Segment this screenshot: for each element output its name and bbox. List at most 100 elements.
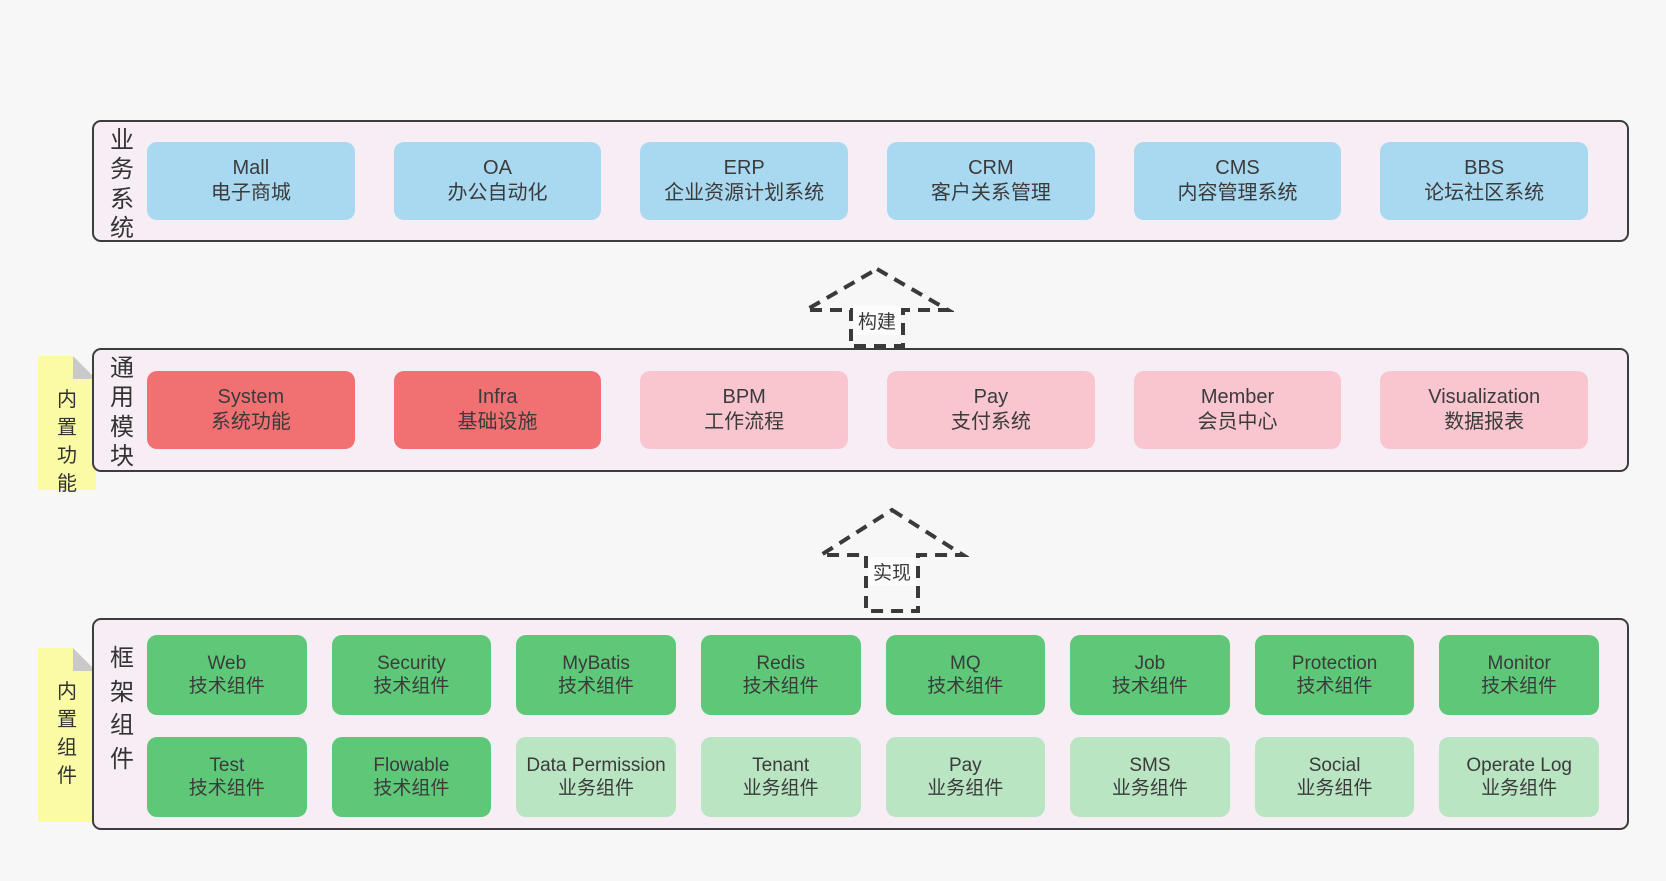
- framework-components-label: 框架组件: [110, 645, 134, 773]
- box-subtitle: 论坛社区系统: [1424, 182, 1545, 204]
- box-subtitle: 技术组件: [188, 778, 265, 799]
- box-title: System: [217, 386, 285, 408]
- box-title: SMS: [1129, 755, 1171, 776]
- box-subtitle: 技术组件: [927, 676, 1004, 697]
- box-title: Tenant: [752, 755, 810, 776]
- box-protection: Protection 技术组件: [1254, 635, 1415, 715]
- up-arrow-icon: [815, 507, 969, 613]
- box-subtitle: 业务组件: [558, 778, 635, 799]
- box-subtitle: 技术组件: [1296, 676, 1373, 697]
- box-test: Test 技术组件: [147, 737, 307, 817]
- box-title: Operate Log: [1466, 755, 1572, 776]
- box-operate-log: Operate Log 业务组件: [1439, 737, 1599, 817]
- box-title: OA: [483, 157, 512, 179]
- box-title: CRM: [968, 157, 1014, 179]
- box-subtitle: 技术组件: [373, 676, 450, 697]
- build-arrow-icon: 构建: [800, 264, 954, 350]
- box-monitor: Monitor 技术组件: [1439, 635, 1599, 715]
- box-member: Member 会员中心: [1133, 371, 1342, 449]
- business-systems-row: Mall 电子商城 OA 办公自动化 ERP 企业资源计划系统 CRM 客户关系…: [134, 122, 1627, 240]
- box-title: Web: [207, 653, 247, 674]
- box-subtitle: 业务组件: [1481, 778, 1558, 799]
- box-oa: OA 办公自动化: [393, 142, 602, 220]
- up-arrow-icon: [800, 266, 954, 348]
- common-modules-row: System 系统功能 Infra 基础设施 BPM 工作流程 Pay 支付系统…: [134, 350, 1627, 470]
- box-title: Social: [1308, 755, 1361, 776]
- box-flowable: Flowable 技术组件: [331, 737, 492, 817]
- box-subtitle: 业务组件: [927, 778, 1004, 799]
- builtin-functions-note-label: 内置功能: [57, 389, 77, 495]
- box-title: Pay: [948, 755, 982, 776]
- box-infra: Infra 基础设施: [393, 371, 602, 449]
- box-redis: Redis 技术组件: [700, 635, 861, 715]
- box-title: Infra: [477, 386, 518, 408]
- box-title: BBS: [1464, 157, 1505, 179]
- box-subtitle: 技术组件: [1481, 676, 1558, 697]
- box-web: Web 技术组件: [147, 635, 307, 715]
- box-tenant: Tenant 业务组件: [700, 737, 861, 817]
- box-mall: Mall 电子商城: [147, 142, 355, 220]
- box-title: Data Permission: [526, 755, 666, 776]
- box-cms: CMS 内容管理系统: [1133, 142, 1342, 220]
- box-subtitle: 业务组件: [1111, 778, 1188, 799]
- box-subtitle: 技术组件: [1111, 676, 1188, 697]
- box-title: Monitor: [1487, 653, 1551, 674]
- box-subtitle: 内容管理系统: [1177, 182, 1298, 204]
- box-sms: SMS 业务组件: [1070, 737, 1230, 817]
- box-subtitle: 技术组件: [188, 676, 265, 697]
- build-arrow-label: 构建: [852, 306, 902, 335]
- box-subtitle: 企业资源计划系统: [664, 182, 825, 204]
- box-pay-module: Pay 支付系统: [887, 371, 1095, 449]
- box-data-permission: Data Permission 业务组件: [516, 737, 676, 817]
- box-title: Pay: [973, 386, 1009, 408]
- business-systems-panel: 业务系统 Mall 电子商城 OA 办公自动化 ERP 企业资源计划系统 CRM…: [92, 120, 1629, 242]
- box-subtitle: 技术组件: [558, 676, 635, 697]
- box-title: MQ: [950, 653, 981, 674]
- builtin-components-note: 内置组件: [38, 648, 96, 822]
- box-title: Job: [1134, 653, 1166, 674]
- box-subtitle: 数据报表: [1444, 411, 1525, 433]
- box-subtitle: 工作流程: [704, 411, 785, 433]
- box-subtitle: 业务组件: [742, 778, 819, 799]
- box-title: Mall: [232, 157, 270, 179]
- box-title: Flowable: [373, 755, 450, 776]
- box-subtitle: 会员中心: [1197, 411, 1278, 433]
- common-modules-panel: 通用模块 System 系统功能 Infra 基础设施 BPM 工作流程 Pay…: [92, 348, 1629, 472]
- common-modules-label: 通用模块: [110, 355, 134, 470]
- box-title: ERP: [723, 157, 765, 179]
- box-bbs: BBS 论坛社区系统: [1380, 142, 1589, 220]
- builtin-functions-note: 内置功能: [38, 356, 96, 495]
- box-title: MyBatis: [562, 653, 630, 674]
- box-system: System 系统功能: [147, 371, 355, 449]
- box-social: Social 业务组件: [1254, 737, 1415, 817]
- box-title: Visualization: [1428, 386, 1541, 408]
- box-title: Redis: [756, 653, 805, 674]
- builtin-components-note-label: 内置组件: [57, 681, 77, 787]
- business-systems-label: 业务系统: [110, 127, 134, 242]
- box-title: Protection: [1291, 653, 1378, 674]
- box-title: BPM: [722, 386, 766, 408]
- box-subtitle: 业务组件: [1296, 778, 1373, 799]
- box-title: Member: [1200, 386, 1275, 408]
- implement-arrow-icon: 实现: [815, 505, 969, 615]
- box-security: Security 技术组件: [331, 635, 492, 715]
- box-subtitle: 基础设施: [457, 411, 538, 433]
- box-erp: ERP 企业资源计划系统: [640, 142, 849, 220]
- framework-components-panel: 框架组件 Web 技术组件 Security 技术组件 MyBatis 技术组件…: [92, 618, 1629, 830]
- framework-components-grid: Web 技术组件 Security 技术组件 MyBatis 技术组件 Redi…: [134, 620, 1627, 828]
- box-crm: CRM 客户关系管理: [887, 142, 1095, 220]
- box-bpm: BPM 工作流程: [640, 371, 849, 449]
- box-job: Job 技术组件: [1070, 635, 1230, 715]
- box-subtitle: 办公自动化: [447, 182, 548, 204]
- implement-arrow-label: 实现: [867, 557, 917, 586]
- box-title: Security: [377, 653, 446, 674]
- box-subtitle: 支付系统: [950, 411, 1031, 433]
- box-subtitle: 客户关系管理: [930, 182, 1051, 204]
- box-subtitle: 技术组件: [742, 676, 819, 697]
- box-subtitle: 系统功能: [210, 411, 291, 433]
- box-subtitle: 电子商城: [210, 182, 291, 204]
- box-title: CMS: [1215, 157, 1260, 179]
- box-subtitle: 技术组件: [373, 778, 450, 799]
- box-mybatis: MyBatis 技术组件: [516, 635, 676, 715]
- box-pay-component: Pay 业务组件: [885, 737, 1046, 817]
